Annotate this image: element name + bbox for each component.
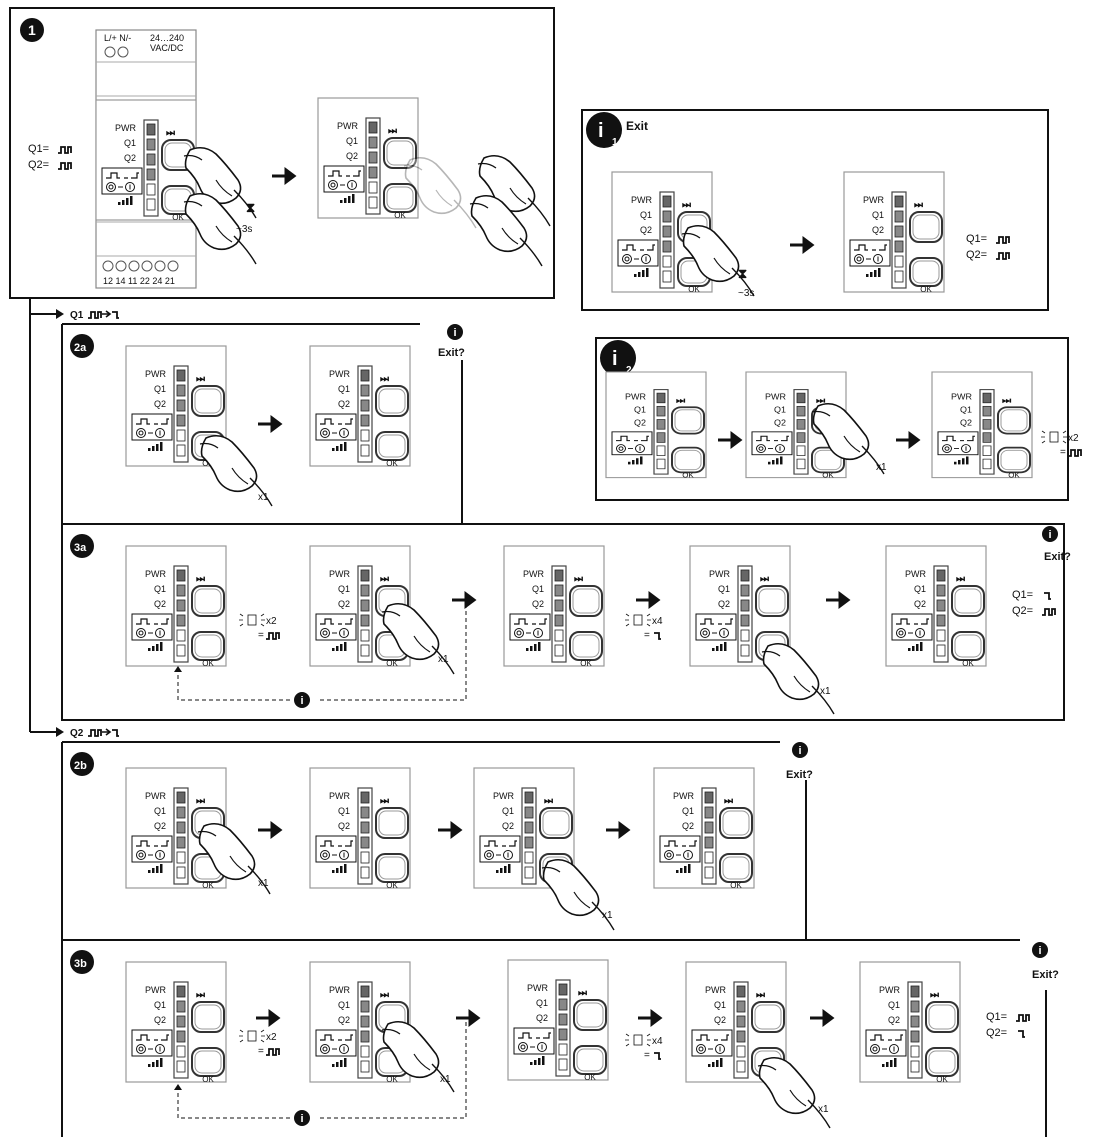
info1-q2-state: Q2=	[966, 249, 987, 261]
svg-text:i: i	[612, 348, 618, 370]
step3a-panel: 3a Exit? x2 = x1 x4 = x1 Q1= Q2=	[61, 523, 1071, 721]
info2-blink: x2	[1068, 433, 1079, 444]
step3b-badge: 3b	[74, 958, 87, 970]
step3a-x1: x1	[820, 686, 831, 697]
svg-text:=: =	[644, 630, 650, 641]
info1-panel: i 1 Exit ⧗ ~3s Q1= Q2=	[581, 109, 1049, 311]
terminal-bottom-label: 12 14 11 22 24 21	[103, 276, 175, 286]
step1-q2-state: Q2=	[28, 159, 49, 171]
step2a-badge: 2a	[74, 342, 87, 354]
branch-lines	[29, 298, 62, 733]
step3a-blink2: x4	[652, 616, 663, 627]
branch-q2-label: Q2	[70, 728, 84, 739]
step1-q1-state: Q1=	[28, 143, 49, 155]
step2a-exit: Exit?	[438, 347, 465, 359]
info1-hold-time: ~3s	[738, 288, 754, 299]
step1-big-module: L/+ N/- 24…240 VAC/DC 12 14 11 22 24 21	[95, 29, 197, 289]
step2b-exit: Exit?	[786, 769, 813, 781]
step2b-panel: 2b Exit? x1 x1	[61, 741, 813, 941]
svg-text:=: =	[258, 630, 264, 641]
voltage-line2: VAC/DC	[150, 43, 184, 53]
step3a-q2-state: Q2=	[1012, 605, 1033, 617]
step3b-q1-state: Q1=	[986, 1011, 1007, 1023]
step2b-badge: 2b	[74, 760, 87, 772]
info2-x1: x1	[876, 462, 887, 473]
voltage-line1: 24…240	[150, 33, 184, 43]
step3b-q2-state: Q2=	[986, 1027, 1007, 1039]
svg-text:x1: x1	[602, 910, 613, 921]
svg-text:i: i	[598, 120, 604, 142]
step3a-q1-state: Q1=	[1012, 589, 1033, 601]
step3b-blink1: x2	[266, 1032, 277, 1043]
step3a-blink1: x2	[266, 616, 277, 627]
step2a-panel: 2a Exit? x1	[61, 323, 465, 525]
step3b-panel: 3b Exit? x2 = x1 x4 = x1 Q1= Q2=	[61, 939, 1059, 1137]
info1-q1-state: Q1=	[966, 233, 987, 245]
arrow-icon	[270, 168, 296, 184]
svg-text:=: =	[258, 1046, 264, 1057]
step1-badge: 1	[28, 22, 36, 38]
svg-text:1: 1	[612, 137, 618, 148]
info2-panel: i 2 x1 x2 =	[595, 337, 1082, 501]
svg-text:⧗: ⧗	[246, 200, 255, 215]
svg-text:x1: x1	[438, 654, 449, 665]
step3b-blink2: x4	[652, 1036, 663, 1047]
step1-panel: 1 Q1= Q2= L/+ N/- 24…240 VAC/DC 12 14 11…	[9, 7, 555, 299]
svg-text:⧗: ⧗	[738, 266, 747, 281]
step3a-exit: Exit?	[1044, 551, 1071, 563]
step3a-badge: 3a	[74, 542, 87, 554]
svg-text:2: 2	[626, 365, 632, 376]
terminal-top-label: L/+ N/-	[104, 33, 131, 43]
svg-text:=: =	[644, 1050, 650, 1061]
step3b-x1: x1	[818, 1104, 829, 1115]
info1-title: Exit	[626, 119, 648, 133]
step1-hold-time: ~3s	[236, 224, 252, 235]
svg-text:=: =	[1060, 447, 1066, 458]
step2a-x1: x1	[258, 492, 269, 503]
step3b-exit: Exit?	[1032, 969, 1059, 981]
branch-q1-label: Q1	[70, 310, 84, 321]
step2b-x1: x1	[258, 878, 269, 889]
svg-text:x1: x1	[440, 1074, 451, 1085]
